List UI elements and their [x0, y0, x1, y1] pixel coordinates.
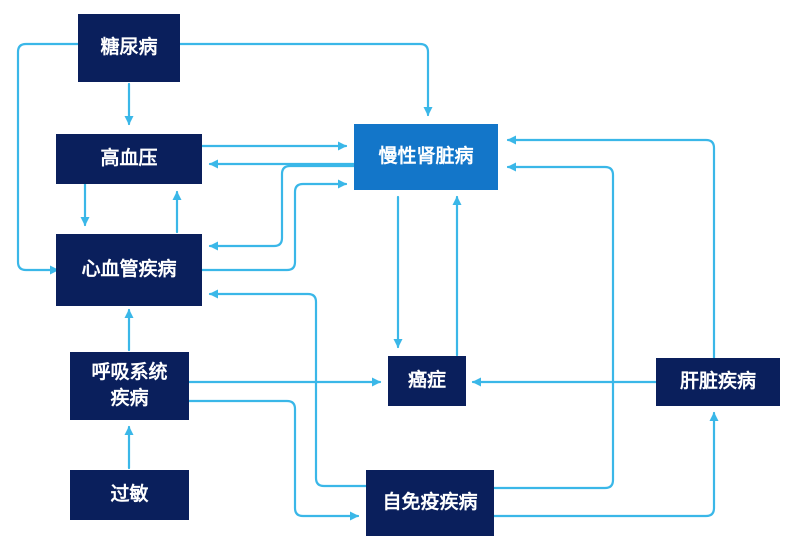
arrow-diabetes-ckd [178, 42, 433, 117]
node-cardiovascular: 心血管疾病 [56, 234, 202, 306]
arrow-respiratory-autoimmune [187, 399, 360, 521]
node-respiratory-label: 呼吸系统疾病 [91, 361, 168, 409]
node-respiratory: 呼吸系统疾病 [70, 352, 189, 420]
arrow-diabetes-cardiovascular [16, 42, 80, 275]
arrow-cardiovascular-ckd [200, 179, 348, 272]
node-autoimmune: 自免疫疾病 [366, 470, 494, 536]
node-cancer: 癌症 [388, 356, 466, 406]
arrow-autoimmune-ckd [492, 162, 615, 490]
arrow-autoimmune-liver [492, 411, 719, 518]
node-ckd: 慢性肾脏病 [354, 124, 498, 190]
node-liver: 肝脏疾病 [656, 358, 780, 406]
arrow-autoimmune-cardiovascular [208, 289, 368, 488]
node-allergy: 过敏 [70, 470, 189, 520]
node-diabetes: 糖尿病 [78, 14, 180, 82]
arrow-ckd-cardiovascular [208, 164, 356, 251]
node-hypertension: 高血压 [56, 134, 202, 184]
arrow-liver-ckd [506, 135, 716, 360]
